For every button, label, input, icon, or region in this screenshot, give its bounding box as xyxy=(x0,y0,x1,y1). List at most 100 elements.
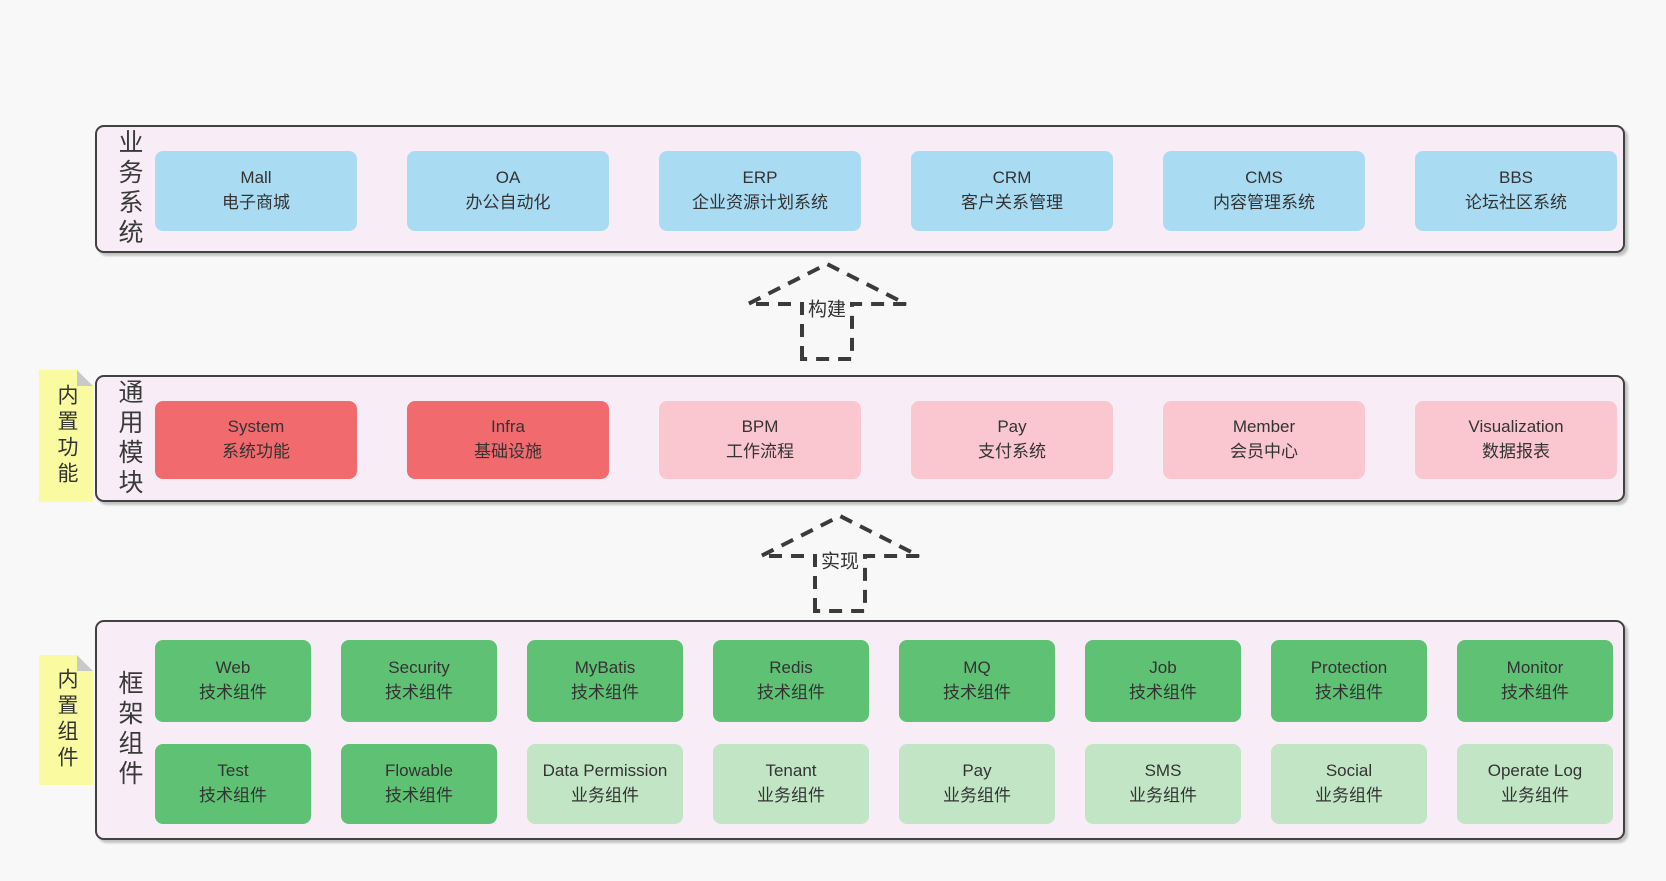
box-name: Visualization xyxy=(1468,417,1564,437)
component-box: MyBatis 技术组件 xyxy=(527,640,683,722)
build-arrow: 构建 xyxy=(742,260,912,362)
box-subtitle: 技术组件 xyxy=(385,786,453,805)
box-name: Member xyxy=(1232,417,1296,437)
component-box: Flowable 技术组件 xyxy=(341,744,497,824)
box-subtitle: 技术组件 xyxy=(1315,683,1383,702)
box-subtitle: 业务组件 xyxy=(943,786,1011,805)
module-box: Visualization 数据报表 xyxy=(1415,401,1617,479)
component-box: Monitor 技术组件 xyxy=(1457,640,1613,722)
note-text: 内置功能 xyxy=(55,384,78,488)
component-box: Data Permission 业务组件 xyxy=(527,744,683,824)
box-subtitle: 技术组件 xyxy=(757,683,825,702)
box-name: MQ xyxy=(963,658,991,678)
box-subtitle: 业务组件 xyxy=(571,786,639,805)
note-text: 内置组件 xyxy=(55,668,78,772)
box-name: Redis xyxy=(769,658,813,678)
box-subtitle: 技术组件 xyxy=(1501,683,1569,702)
box-subtitle: 电子商城 xyxy=(222,193,290,212)
system-box: CMS 内容管理系统 xyxy=(1163,151,1365,231)
box-name: Flowable xyxy=(384,761,454,781)
box-name: Data Permission xyxy=(542,761,668,781)
system-box: CRM 客户关系管理 xyxy=(911,151,1113,231)
box-subtitle: 工作流程 xyxy=(726,442,794,461)
module-box: Member 会员中心 xyxy=(1163,401,1365,479)
component-box: Protection 技术组件 xyxy=(1271,640,1427,722)
box-name: Operate Log xyxy=(1487,761,1583,781)
component-box: Pay 业务组件 xyxy=(899,744,1055,824)
box-name: Monitor xyxy=(1506,658,1564,678)
box-name: BPM xyxy=(741,417,779,437)
box-name: System xyxy=(227,417,285,437)
box-name: CMS xyxy=(1245,168,1283,188)
module-box: Pay 支付系统 xyxy=(911,401,1113,479)
box-name: Job xyxy=(1149,658,1177,678)
box-subtitle: 技术组件 xyxy=(199,786,267,805)
build-arrow-label: 构建 xyxy=(803,294,851,322)
component-box: Web 技术组件 xyxy=(155,640,311,722)
box-subtitle: 业务组件 xyxy=(1315,786,1383,805)
box-name: Security xyxy=(388,658,450,678)
box-name: Pay xyxy=(962,761,992,781)
component-box: Operate Log 业务组件 xyxy=(1457,744,1613,824)
band-common-modules: 通用模块 System 系统功能 Infra 基础设施 BPM 工作流程 xyxy=(95,375,1625,502)
box-name: Pay xyxy=(997,417,1027,437)
business-systems-row: Mall 电子商城 OA 办公自动化 ERP 企业资源计划系统 CRM 客户关系… xyxy=(155,151,1617,231)
band-modules-label: 通用模块 xyxy=(115,378,143,499)
box-subtitle: 客户关系管理 xyxy=(961,193,1063,212)
box-name: BBS xyxy=(1498,168,1534,188)
sticky-note-built-in-features: 内置功能 xyxy=(39,370,93,502)
component-box: Redis 技术组件 xyxy=(713,640,869,722)
box-name: Web xyxy=(215,658,251,678)
implement-arrow: 实现 xyxy=(755,512,925,614)
box-subtitle: 技术组件 xyxy=(1129,683,1197,702)
system-box: Mall 电子商城 xyxy=(155,151,357,231)
system-box: BBS 论坛社区系统 xyxy=(1415,151,1617,231)
band-framework-label: 框架组件 xyxy=(115,670,143,790)
box-name: MyBatis xyxy=(574,658,636,678)
box-subtitle: 办公自动化 xyxy=(465,193,551,212)
box-subtitle: 业务组件 xyxy=(1501,786,1569,805)
band-business-systems: 业务系统 Mall 电子商城 OA 办公自动化 ERP 企业资源计划系统 xyxy=(95,125,1625,253)
component-box: Job 技术组件 xyxy=(1085,640,1241,722)
box-subtitle: 技术组件 xyxy=(571,683,639,702)
system-box: ERP 企业资源计划系统 xyxy=(659,151,861,231)
box-name: Mall xyxy=(240,168,272,188)
box-subtitle: 技术组件 xyxy=(385,683,453,702)
sticky-note-built-in-components: 内置组件 xyxy=(39,655,93,785)
box-subtitle: 支付系统 xyxy=(978,442,1046,461)
common-modules-row: System 系统功能 Infra 基础设施 BPM 工作流程 Pay 支付系统 xyxy=(155,401,1617,479)
framework-components-row-2: Test 技术组件 Flowable 技术组件 Data Permission … xyxy=(155,744,1613,824)
box-subtitle: 系统功能 xyxy=(222,442,290,461)
framework-components-row-1: Web 技术组件 Security 技术组件 MyBatis 技术组件 Redi… xyxy=(155,640,1613,722)
box-subtitle: 内容管理系统 xyxy=(1213,193,1315,212)
implement-arrow-label: 实现 xyxy=(816,546,864,574)
box-subtitle: 会员中心 xyxy=(1230,442,1298,461)
box-name: Social xyxy=(1325,761,1373,781)
box-subtitle: 技术组件 xyxy=(199,683,267,702)
folded-corner-icon xyxy=(77,370,93,386)
box-name: ERP xyxy=(742,168,778,188)
up-block-arrow-icon xyxy=(760,513,920,613)
band-framework-components: 框架组件 Web 技术组件 Security 技术组件 MyBatis 技术组件 xyxy=(95,620,1625,840)
module-box: System 系统功能 xyxy=(155,401,357,479)
box-subtitle: 业务组件 xyxy=(757,786,825,805)
box-name: Protection xyxy=(1310,658,1388,678)
component-box: Security 技术组件 xyxy=(341,640,497,722)
box-name: CRM xyxy=(992,168,1032,188)
box-subtitle: 论坛社区系统 xyxy=(1465,193,1567,212)
component-box: Social 业务组件 xyxy=(1271,744,1427,824)
up-block-arrow-icon xyxy=(747,261,907,361)
module-box: BPM 工作流程 xyxy=(659,401,861,479)
component-box: MQ 技术组件 xyxy=(899,640,1055,722)
box-subtitle: 数据报表 xyxy=(1482,442,1550,461)
box-subtitle: 业务组件 xyxy=(1129,786,1197,805)
box-subtitle: 技术组件 xyxy=(943,683,1011,702)
module-box: Infra 基础设施 xyxy=(407,401,609,479)
box-name: Tenant xyxy=(765,761,817,781)
folded-corner-icon xyxy=(77,655,93,671)
box-name: OA xyxy=(495,168,521,188)
component-box: Test 技术组件 xyxy=(155,744,311,824)
box-subtitle: 企业资源计划系统 xyxy=(692,193,828,212)
box-name: Test xyxy=(217,761,249,781)
